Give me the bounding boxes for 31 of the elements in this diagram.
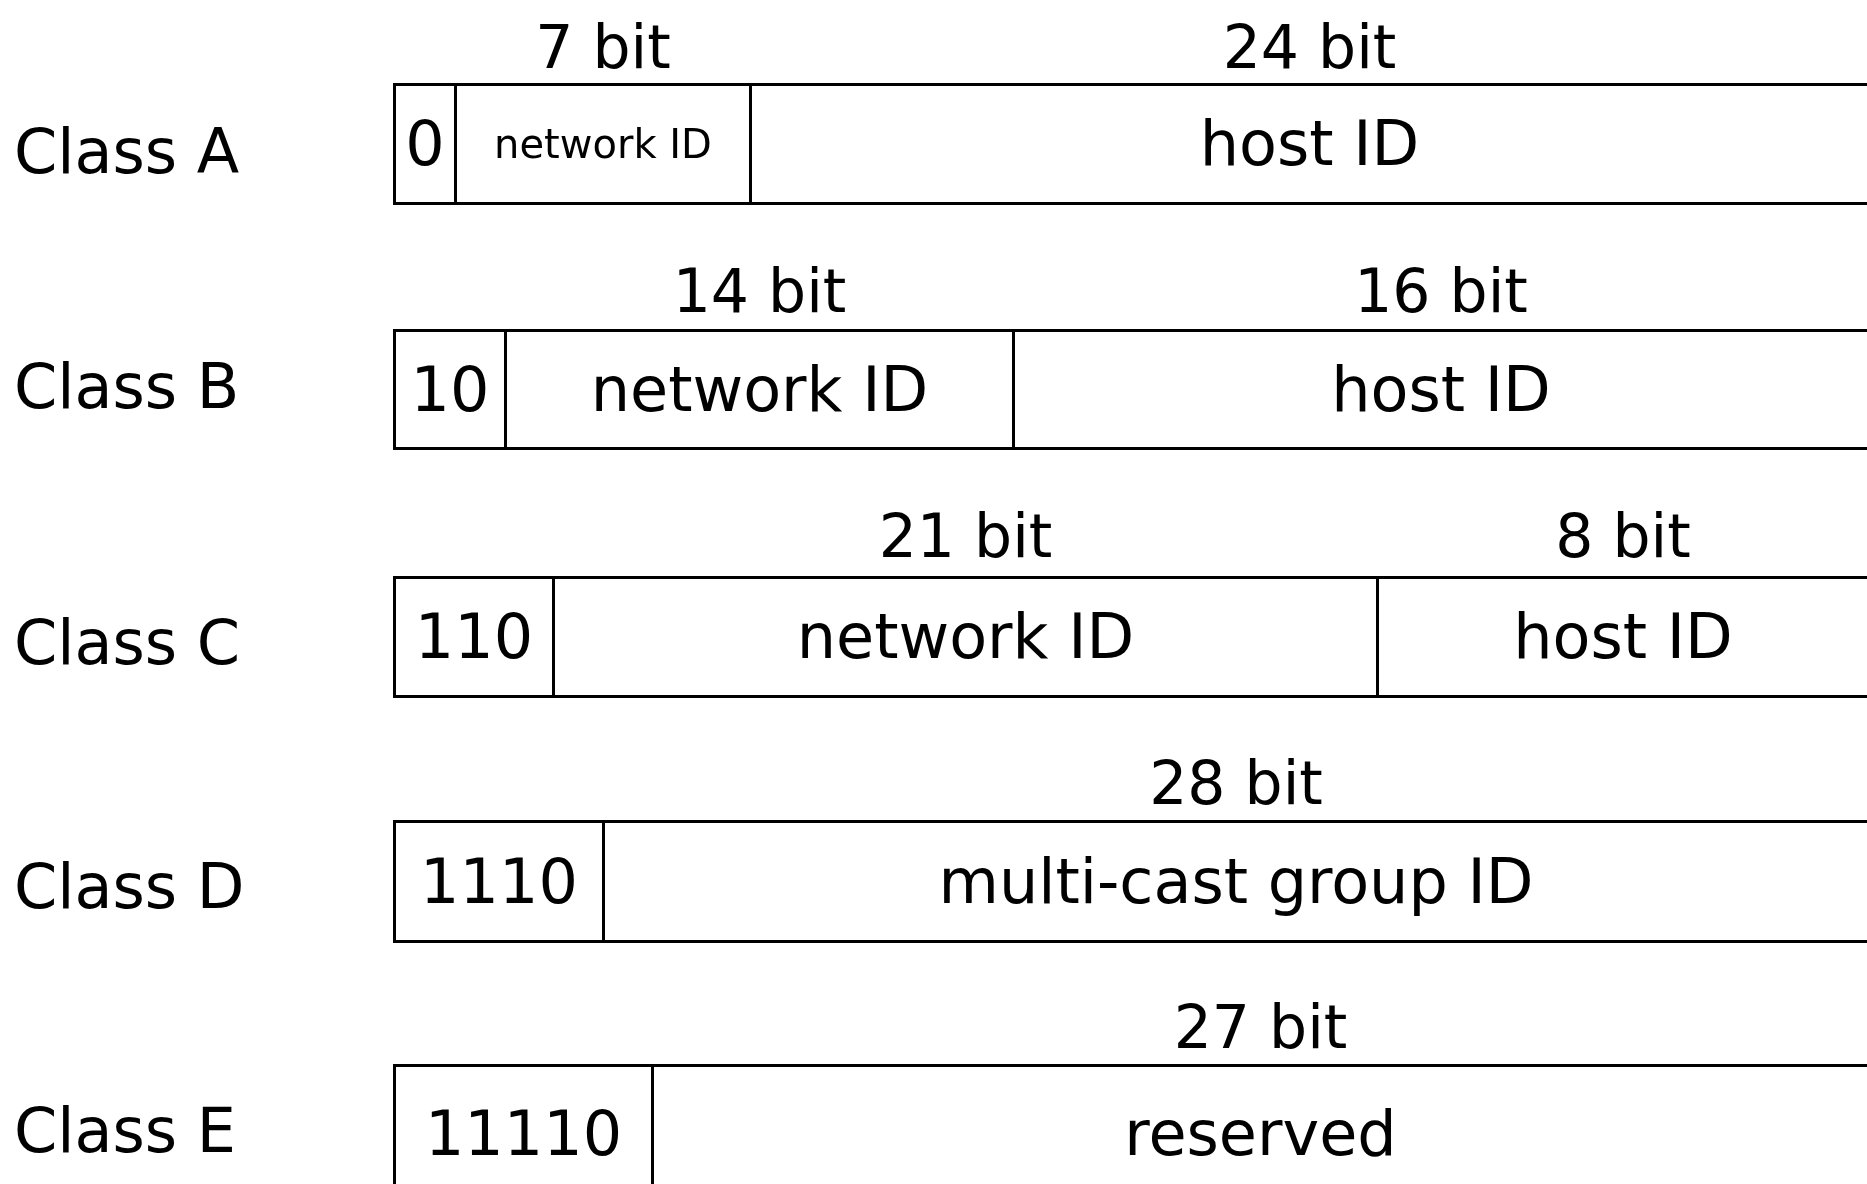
class-label: Class E (14, 1100, 236, 1162)
bit-field-cell (393, 1064, 654, 1184)
bit-width-label: 7 bit (534, 17, 672, 77)
bit-width-label: 14 bit (671, 261, 848, 321)
bit-field-cell (393, 329, 507, 450)
bit-width-label: 16 bit (1353, 261, 1529, 321)
bit-width-label: 24 bit (1221, 17, 1398, 77)
bit-width-label: 28 bit (1148, 753, 1324, 813)
field-name: network ID (493, 122, 713, 166)
field-name: network ID (589, 355, 930, 424)
field-name: host ID (1330, 355, 1552, 424)
bit-field-cell (393, 83, 457, 205)
field-name: 110 (413, 602, 535, 672)
class-label: Class A (14, 121, 240, 183)
class-label: Class C (14, 612, 241, 674)
bit-width-label: 21 bit (877, 506, 1054, 566)
field-name: 10 (409, 355, 491, 424)
field-name: reserved (1123, 1099, 1398, 1169)
field-name: 0 (404, 109, 446, 179)
bit-field-cell (393, 576, 555, 698)
field-name: host ID (1198, 109, 1421, 179)
field-name: host ID (1512, 602, 1734, 672)
field-name: multi-cast group ID (937, 847, 1535, 916)
class-label: Class D (14, 856, 245, 918)
bit-field-cell (393, 820, 605, 943)
bit-width-label: 27 bit (1172, 997, 1349, 1057)
bit-width-label: 8 bit (1554, 506, 1692, 566)
field-name: 11110 (423, 1099, 624, 1169)
class-label: Class B (14, 356, 240, 418)
field-name: 1110 (419, 847, 579, 916)
field-name: network ID (795, 602, 1136, 672)
